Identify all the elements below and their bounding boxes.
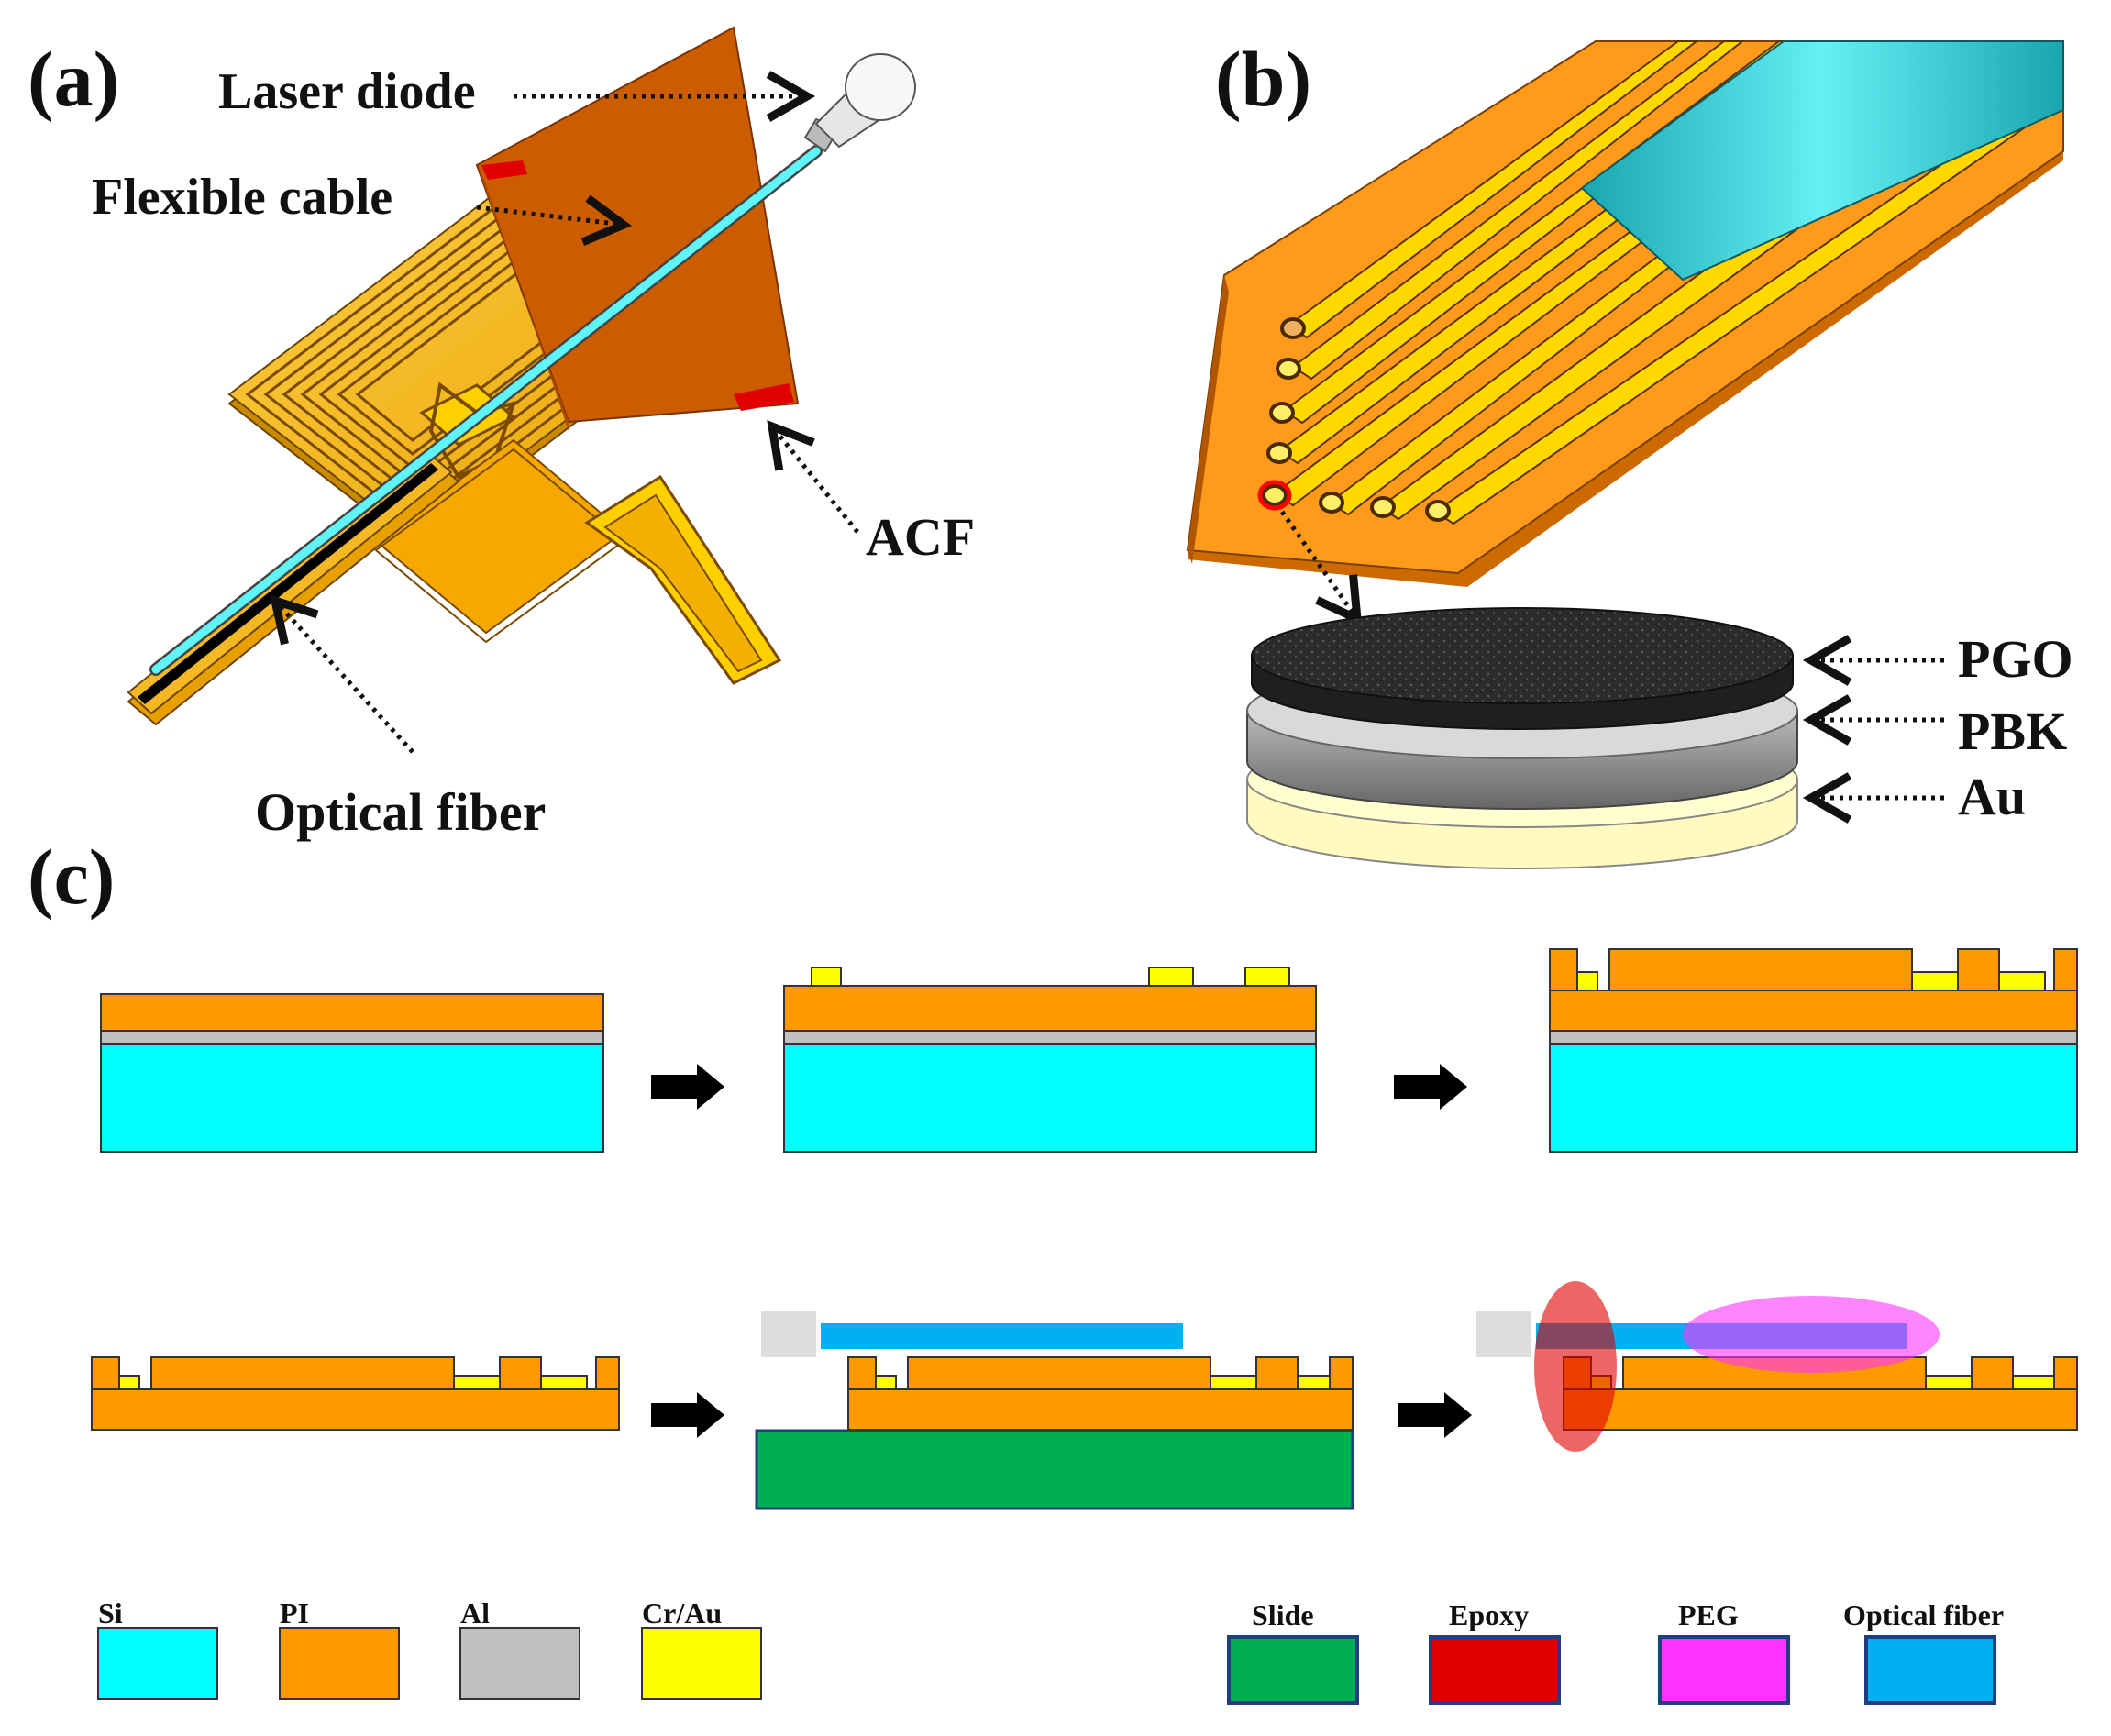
laser-diode-icon [803,53,916,153]
laser-diode-label: Laser diode [218,63,476,120]
step-4 [91,1356,620,1431]
step-1 [100,993,604,1153]
optical-fiber-arrow [269,594,414,754]
optical-fiber-line [149,145,823,676]
legend-label-pi: PI [280,1597,309,1630]
probe-traces [1273,40,2065,525]
panel-c: (c) [28,833,2078,1705]
step-arrow-4 [1398,1392,1472,1438]
acf-label: ACF [866,507,975,567]
acf-strips [481,160,794,411]
flexible-cable-label: Flexible cable [92,169,392,226]
legend-label-si: Si [98,1597,123,1630]
step-arrow-2 [1394,1064,1467,1110]
legend-label-slide: Slide [1252,1598,1314,1631]
flexible-cable-arrow [476,194,633,247]
legend-swatch-al [459,1627,580,1700]
legend-swatch-slide [1227,1635,1359,1705]
legend-left: Si PI Al Cr/Au [97,1597,762,1700]
pgo-label: PGO [1958,629,2073,689]
optical-fiber-label: Optical fiber [255,782,546,842]
legend-label-epoxy: Epoxy [1449,1598,1529,1631]
panel-b-label: (b) [1215,35,1311,123]
step-5 [755,1311,1354,1510]
panel-a-label: (a) [28,35,119,123]
electrode-stack [1246,607,1798,869]
panel-b: (b) [1186,35,2073,869]
legend-swatch-peg [1658,1635,1790,1705]
step-2 [783,967,1317,1153]
electrode-arrow [1279,510,1363,626]
step-6 [1476,1281,2078,1452]
step-arrow-1 [651,1064,724,1110]
legend-right: Slide Epoxy PEG Optical fiber [1227,1598,2004,1705]
panel-a: (a) [28,26,975,842]
legend-swatch-optical-fiber [1864,1635,1996,1705]
legend-label-optical-fiber: Optical fiber [1843,1598,2004,1631]
legend-swatch-si [97,1627,218,1700]
t-branch [584,474,782,685]
legend-swatch-crau [641,1627,762,1700]
acf-arrow [767,419,859,534]
step-arrow-3 [651,1392,724,1438]
legend-label-crau: Cr/Au [642,1597,722,1630]
legend-label-al: Al [460,1597,490,1630]
flexible-cable [475,26,800,431]
legend-swatch-pi [279,1627,400,1700]
pbk-label: PBK [1958,702,2067,761]
legend-swatch-epoxy [1429,1635,1561,1705]
panel-c-label: (c) [28,833,115,921]
legend-label-peg: PEG [1678,1598,1739,1631]
probe-fiber [1580,40,2064,282]
probe-pads [1257,317,1451,522]
probe-shank [127,449,460,726]
step-3 [1549,948,2078,1153]
au-label: Au [1958,767,2026,826]
